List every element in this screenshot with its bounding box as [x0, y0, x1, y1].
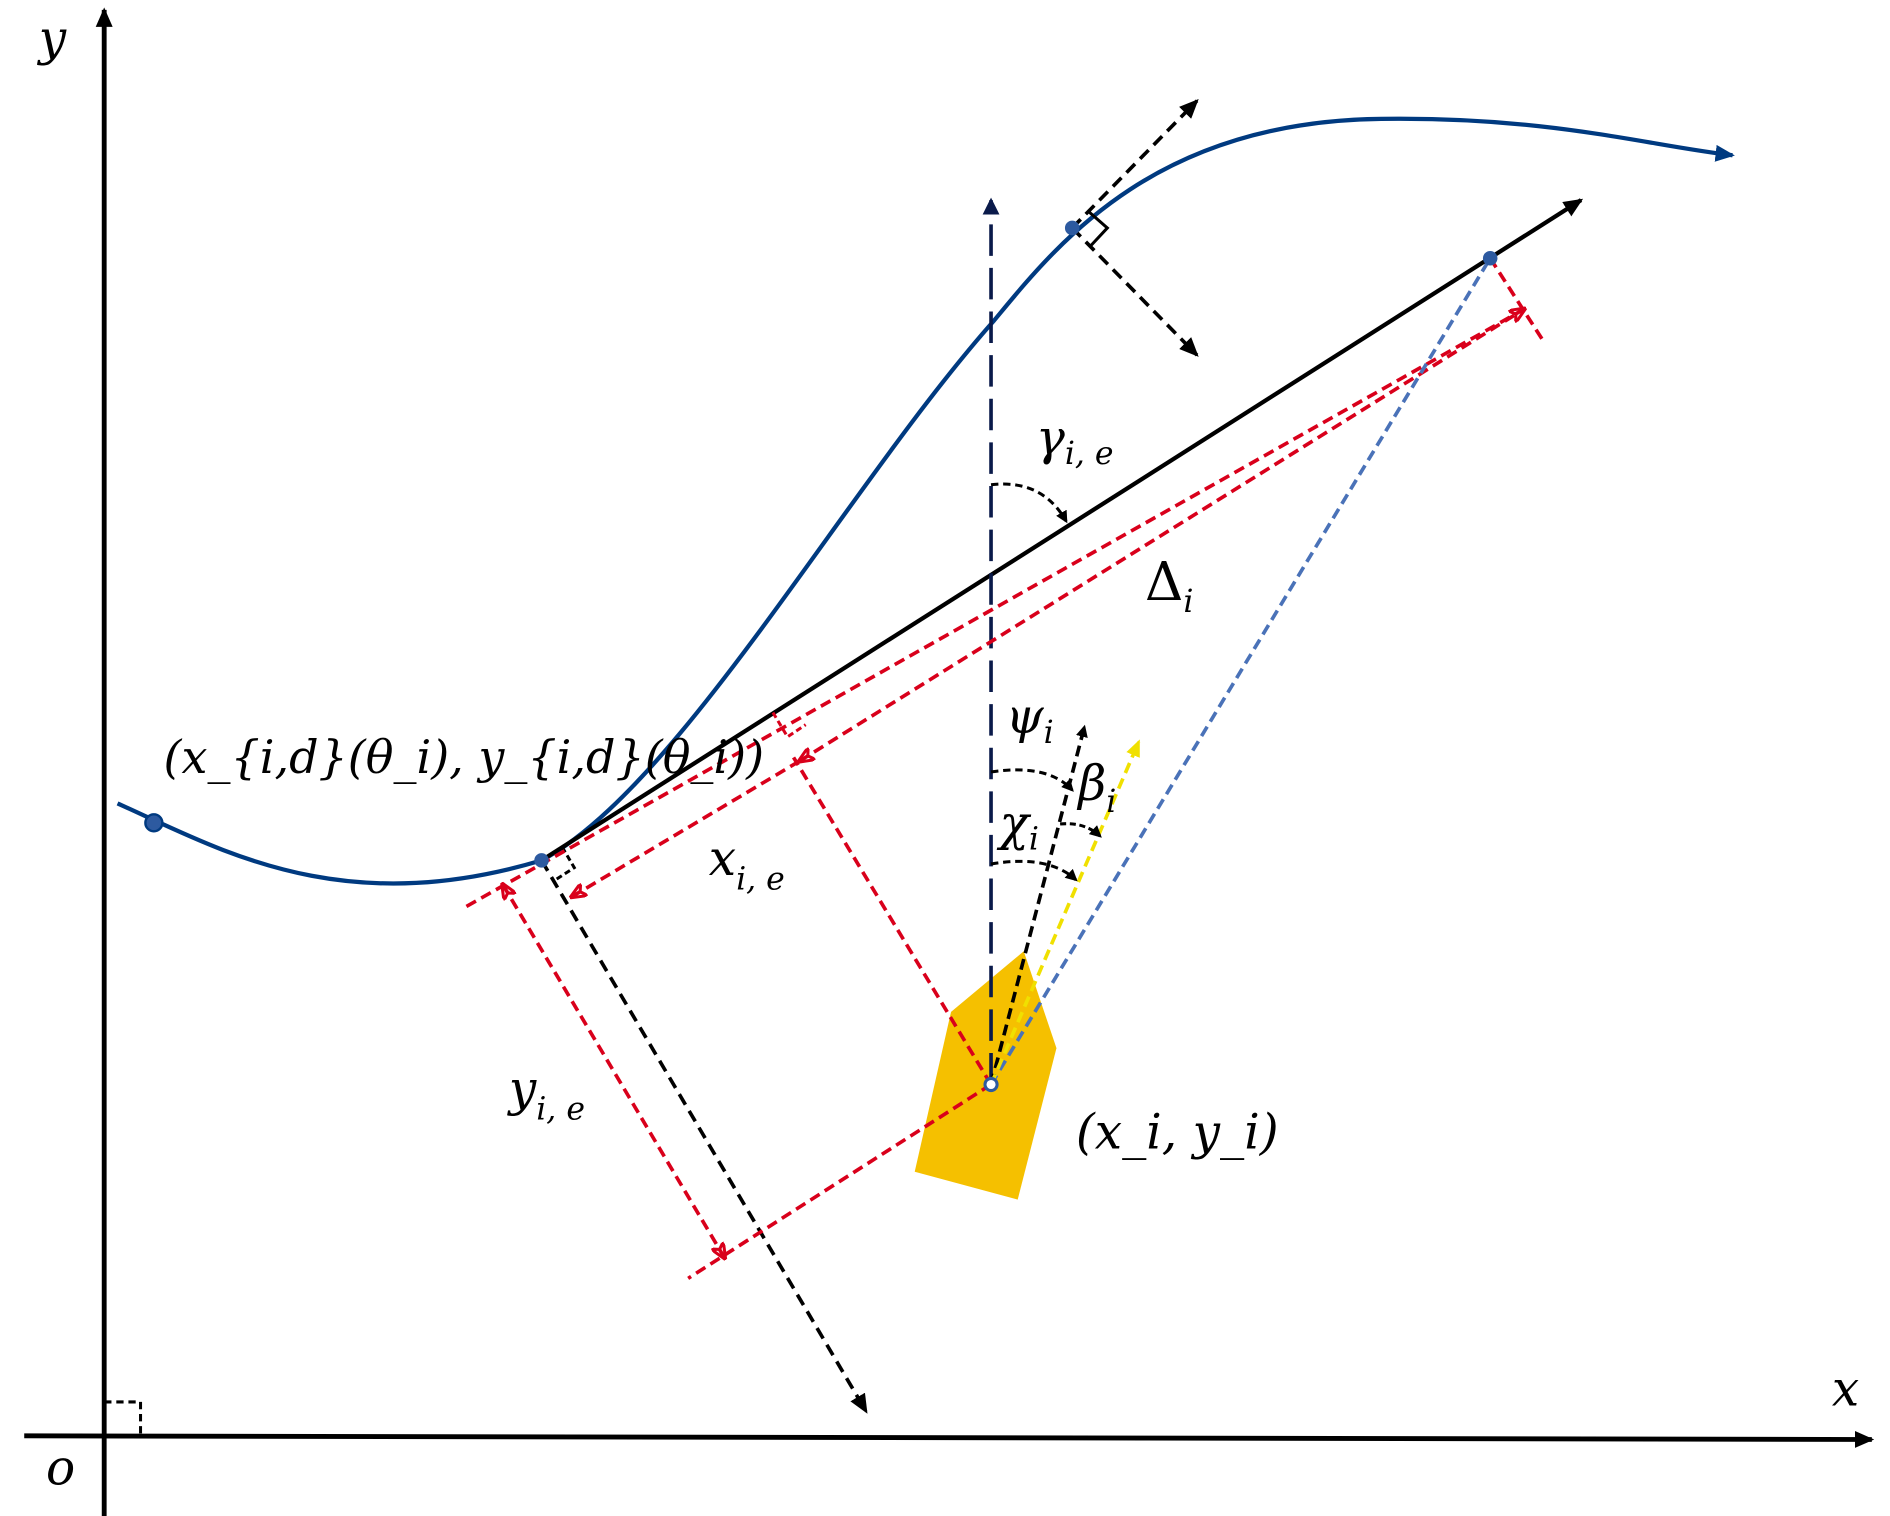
- velocity-arrow: [989, 739, 1141, 1086]
- path-point-label: (x_{i,d}(θ_i), y_{i,d}(θ_i)): [164, 730, 764, 784]
- y-axis-label: y: [37, 11, 67, 67]
- x-error-label: xi, e: [709, 831, 785, 898]
- beta-arc: [1059, 822, 1102, 838]
- vessel-perpendicular-line: [792, 756, 993, 1086]
- perpendicular-right-angle: [771, 711, 807, 739]
- path-start-point: [144, 813, 164, 833]
- lateral-offset-line: [465, 307, 1526, 908]
- psi-arc: [990, 768, 1074, 792]
- line-of-sight: [989, 257, 1492, 1086]
- projection-point: [534, 853, 549, 868]
- origin-label: o: [46, 1440, 75, 1496]
- lookahead-point: [1482, 250, 1498, 266]
- path-normal-arrow: [539, 859, 868, 1414]
- upper-tangent-arrow: [1070, 99, 1199, 230]
- beta-label: βi: [1076, 756, 1116, 820]
- gamma-arc: [990, 482, 1068, 524]
- upper-normal-arrow: [1070, 226, 1199, 357]
- x-error-arrow: [572, 759, 801, 897]
- y-error-label: yi, e: [507, 1061, 585, 1128]
- tangent-right-angle: [552, 846, 577, 883]
- gamma-label: γi, e: [1036, 411, 1114, 473]
- y-error-arrow: [503, 885, 725, 1258]
- curve-point: [1064, 220, 1080, 236]
- delta-label: Δi: [1145, 551, 1194, 620]
- vessel-point: [983, 1076, 999, 1093]
- psi-label: ψi: [1006, 689, 1054, 751]
- vessel-cross-line: [687, 1082, 993, 1280]
- delta-arrow: [800, 309, 1525, 761]
- x-axis: [24, 1430, 1875, 1448]
- x-axis-label: x: [1832, 1362, 1859, 1418]
- vessel-position-label: (x_i, y_i): [1076, 1105, 1279, 1161]
- chi-label: χi: [997, 796, 1039, 858]
- chi-arc: [990, 859, 1078, 882]
- origin-right-angle: [104, 1400, 143, 1436]
- upper-right-angle: [1086, 209, 1110, 248]
